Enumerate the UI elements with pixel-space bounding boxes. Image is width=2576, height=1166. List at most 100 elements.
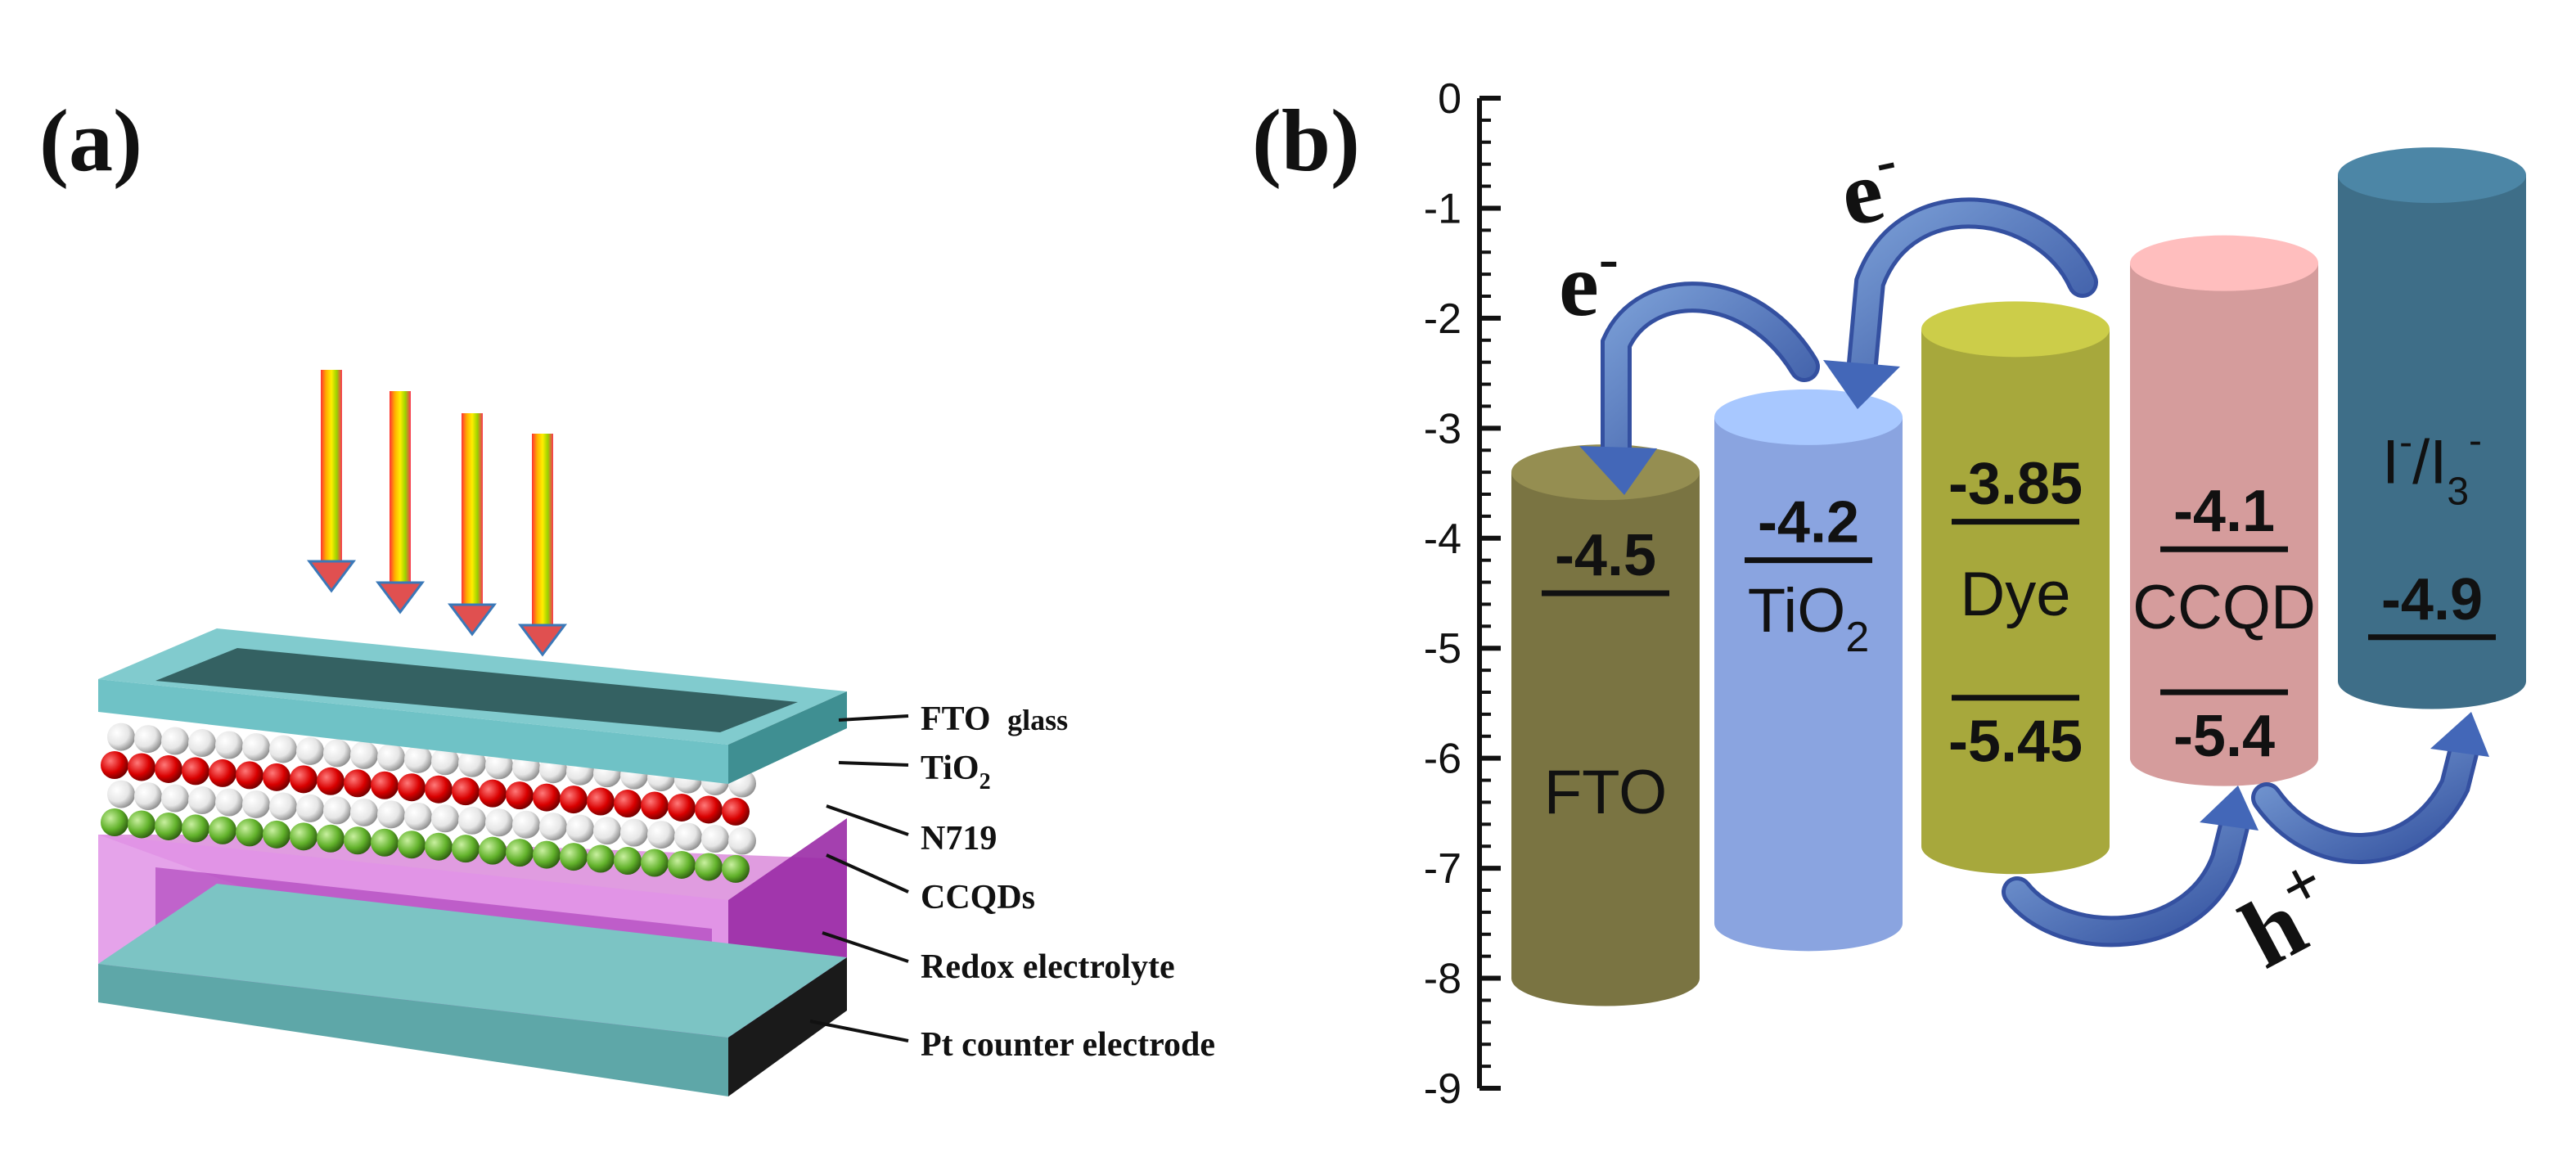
ccqd-bead — [668, 850, 696, 879]
device-schematic: (a) — [39, 92, 1215, 1096]
electron-arrow-dye-to-tio2 — [1823, 197, 2098, 409]
fto-glass-layer — [98, 628, 847, 784]
energy-level-value: -3.85 — [1948, 452, 2083, 517]
bead-layers — [101, 723, 756, 883]
cylinder-top — [1714, 389, 1903, 445]
tio2-bead — [722, 797, 750, 826]
tio2-bead — [614, 790, 642, 818]
light-arrow — [376, 391, 425, 615]
energy-level-value: -4.2 — [1758, 490, 1859, 556]
ccqd-bead — [722, 854, 750, 883]
panel-a-label: (a) — [39, 92, 142, 190]
y-tick-label: -4 — [1424, 515, 1461, 563]
hole-arrow-ccqd-to-redox — [2251, 712, 2489, 864]
n719-bead — [539, 813, 567, 841]
label-n719: N719 — [921, 820, 997, 858]
ccqd-bead — [614, 847, 642, 876]
tio2-bead — [668, 793, 696, 822]
label-ccqds: CCQDs — [921, 879, 1035, 916]
n719-bead — [647, 821, 675, 849]
cylinder-body — [1714, 416, 1903, 952]
energy-level-value: -4.5 — [1555, 523, 1656, 588]
tio2-bead — [479, 779, 507, 808]
n719-bead — [620, 818, 648, 847]
tio2-bead — [155, 754, 182, 783]
electron-arrow-tio2-to-fto — [1579, 281, 1820, 495]
ccqd-bead — [560, 843, 588, 871]
ccqd-bead — [506, 839, 534, 867]
n719-bead — [431, 747, 459, 776]
n719-bead — [512, 810, 540, 839]
n719-bead — [485, 808, 513, 837]
y-tick-label: -3 — [1424, 405, 1461, 452]
ccqd-bead — [155, 812, 182, 840]
n719-bead — [107, 723, 135, 751]
hole-label: h+ — [2221, 844, 2355, 989]
n719-bead — [431, 804, 459, 833]
n719-bead — [269, 792, 297, 821]
ccqd-bead — [479, 836, 507, 865]
incident-light-arrows — [307, 370, 567, 657]
ccqd-bead — [263, 820, 290, 849]
energy-level-value: -4.9 — [2381, 567, 2483, 633]
n719-bead — [350, 741, 378, 769]
hole-transfer-arrows: h+ — [2002, 712, 2489, 989]
n719-bead — [701, 825, 729, 853]
ccqd-bead — [209, 816, 236, 844]
ccqd-bead — [182, 814, 209, 843]
column-name: Dye — [1960, 560, 2070, 629]
n719-bead — [377, 800, 405, 829]
energy-level-value: -4.1 — [2173, 479, 2275, 544]
n719-bead — [188, 729, 216, 758]
layer-labels: FTO glass TiO2 N719 CCQDs Redox electrol… — [809, 700, 1215, 1064]
tio2-bead — [344, 769, 372, 798]
cylinder-top — [2338, 147, 2526, 204]
tio2-bead — [506, 781, 534, 810]
pt-counter-electrode-layer — [98, 884, 847, 1096]
y-tick-label: 0 — [1438, 75, 1461, 123]
tio2-bead — [101, 751, 128, 779]
tio2-bead — [641, 791, 669, 820]
column-name: CCQD — [2132, 573, 2316, 642]
ccqd-bead — [695, 853, 723, 881]
energy-level-value: -5.45 — [1948, 709, 2083, 775]
n719-bead — [161, 727, 189, 755]
y-tick-label: -1 — [1424, 185, 1461, 232]
n719-bead — [215, 788, 243, 817]
ccqd-bead — [587, 844, 615, 873]
ccqd-bead — [371, 828, 399, 857]
label-fto-glass: FTO glass — [921, 700, 1068, 738]
y-tick-label: -6 — [1424, 736, 1461, 783]
tio2-bead — [560, 786, 588, 814]
label-redox-electrolyte: Redox electrolyte — [921, 948, 1175, 986]
tio2-bead — [587, 787, 615, 816]
tio2-bead — [209, 759, 236, 787]
n719-bead — [242, 790, 270, 818]
column-name: I-/I3- — [2382, 420, 2482, 514]
light-arrow — [448, 413, 497, 637]
tio2-bead — [290, 765, 317, 794]
tio2-bead — [182, 757, 209, 786]
tio2-bead — [128, 753, 155, 781]
y-tick-label: -7 — [1424, 845, 1461, 893]
ccqd-bead — [533, 840, 561, 869]
cylinder-body — [2338, 175, 2526, 709]
n719-bead — [134, 782, 162, 811]
n719-bead — [404, 802, 432, 831]
ccqd-bead — [236, 818, 263, 847]
n719-bead — [458, 806, 486, 835]
n719-bead — [161, 784, 189, 813]
energy-axis: 0-1-2-3-4-5-6-7-8-9 — [1424, 75, 1501, 1113]
tio2-bead — [398, 773, 426, 802]
cylinder-body — [1511, 472, 1700, 1006]
cylinder-body — [1921, 329, 2110, 875]
n719-bead — [269, 735, 297, 763]
y-tick-label: -5 — [1424, 625, 1461, 673]
light-arrow — [518, 434, 567, 657]
n719-bead — [215, 731, 243, 759]
n719-bead — [296, 794, 324, 822]
